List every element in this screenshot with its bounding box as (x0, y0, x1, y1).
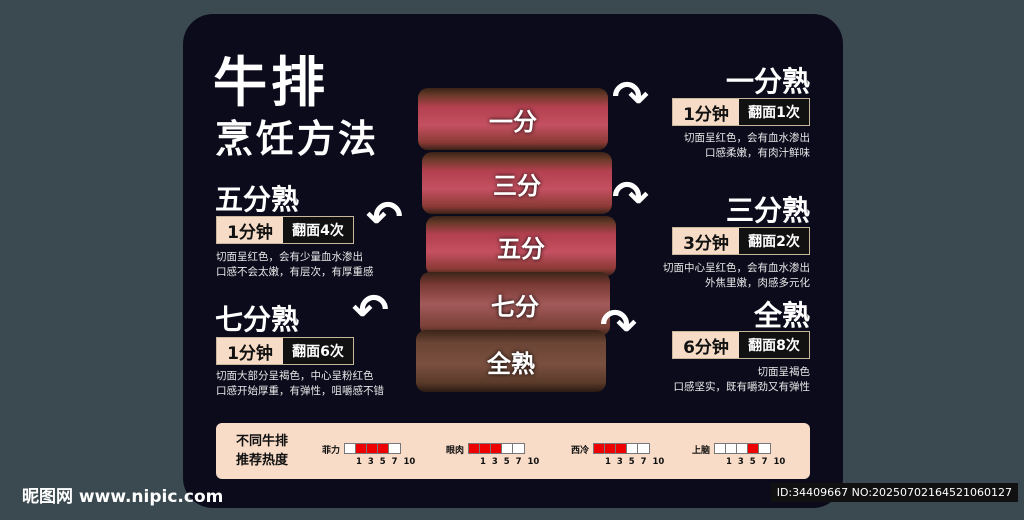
rating-box (356, 444, 368, 453)
time-label: 6分钟 (673, 332, 739, 358)
rating-ticks: 1 3 5 7 10 (726, 457, 786, 467)
rating-label: 西冷 (571, 446, 590, 456)
rating-box (594, 444, 606, 453)
time-label: 3分钟 (673, 228, 739, 254)
rating-box (627, 444, 639, 453)
rating-ticks: 1 3 5 7 10 (480, 457, 540, 467)
arrow-right-icon: ↷ (612, 72, 649, 123)
rating-ticks: 1 3 5 7 10 (605, 457, 665, 467)
rating-box (748, 444, 760, 453)
title-sub: 烹饪方法 (215, 117, 380, 161)
rating-box (480, 444, 492, 453)
rating-box (513, 444, 525, 453)
rating-2: 西冷 1 3 5 7 10 (571, 443, 664, 467)
time-label: 1分钟 (217, 217, 283, 243)
rating-label: 上脑 (692, 446, 711, 456)
rating-panel: 不同牛排推荐热度 菲力 1 3 5 7 10 眼肉 1 3 5 7 10 西冷 1 3 5… (216, 423, 810, 479)
badge-medium-well: 1分钟翻面6次 (216, 337, 354, 365)
badge-medium: 1分钟翻面4次 (216, 216, 354, 244)
steak-slice-medium: 五分 (426, 216, 616, 276)
flip-label: 翻面4次 (283, 217, 353, 243)
rating-box (367, 444, 379, 453)
image-id: ID:34409667 NO:20250702164521060127 (770, 483, 1018, 502)
rating-bar (468, 443, 526, 454)
rating-box (605, 444, 617, 453)
flip-label: 翻面6次 (283, 338, 353, 364)
doneness-title-medium: 五分熟 (215, 183, 300, 216)
arrow-right-icon: ↷ (600, 300, 637, 351)
rating-ticks: 1 3 5 7 10 (356, 457, 416, 467)
steak-slice-rare: 一分 (418, 88, 608, 150)
badge-medium-rare: 3分钟翻面2次 (672, 227, 810, 255)
doneness-title-medium-well: 七分熟 (215, 303, 300, 336)
steak-slice-medium-well: 七分 (420, 272, 610, 336)
doneness-title-rare: 一分熟 (725, 65, 810, 98)
watermark-logo: 昵图网 www.nipic.com (22, 487, 224, 507)
rating-box (502, 444, 514, 453)
rating-box (737, 444, 749, 453)
flip-label: 翻面8次 (739, 332, 809, 358)
steak-slice-well-done: 全熟 (416, 330, 606, 392)
rating-box (715, 444, 727, 453)
rating-bar (344, 443, 402, 454)
rating-title: 不同牛排推荐热度 (236, 434, 289, 468)
rating-box (616, 444, 628, 453)
rating-bar (593, 443, 651, 454)
rating-box (389, 444, 401, 453)
badge-rare: 1分钟翻面1次 (672, 98, 810, 126)
rating-3: 上脑 1 3 5 7 10 (692, 443, 785, 467)
desc-medium-rare: 切面中心呈红色，会有血水渗出外焦里嫩，肉感多元化 (663, 262, 810, 289)
steak-slice-medium-rare: 三分 (422, 152, 612, 214)
title-main: 牛排 (213, 51, 329, 114)
arrow-right-icon: ↷ (612, 172, 649, 223)
arrow-left-icon: ↶ (366, 192, 403, 243)
rating-box (491, 444, 503, 453)
desc-well-done: 切面呈褐色口感坚实，既有嚼劲又有弹性 (673, 366, 811, 393)
desc-medium-well: 切面大部分呈褐色，中心呈粉红色口感开始厚重，有弹性，咀嚼感不错 (216, 370, 384, 397)
time-label: 1分钟 (217, 338, 283, 364)
arrow-left-icon: ↶ (352, 285, 389, 336)
rating-box (638, 444, 650, 453)
rating-box (759, 444, 771, 453)
rating-label: 眼肉 (446, 446, 465, 456)
rating-1: 眼肉 1 3 5 7 10 (446, 443, 539, 467)
doneness-title-well-done: 全熟 (753, 299, 810, 332)
desc-medium: 切面呈红色，会有少量血水渗出口感不会太嫩，有层次，有厚重感 (216, 251, 374, 278)
doneness-title-medium-rare: 三分熟 (725, 194, 810, 227)
badge-well-done: 6分钟翻面8次 (672, 331, 810, 359)
rating-0: 菲力 1 3 5 7 10 (322, 443, 415, 467)
flip-label: 翻面2次 (739, 228, 809, 254)
rating-box (378, 444, 390, 453)
flip-label: 翻面1次 (739, 99, 809, 125)
rating-label: 菲力 (322, 446, 341, 456)
rating-box (345, 444, 357, 453)
rating-box (726, 444, 738, 453)
time-label: 1分钟 (673, 99, 739, 125)
desc-rare: 切面呈红色，会有血水渗出口感柔嫩，有肉汁鲜味 (684, 132, 810, 159)
rating-box (469, 444, 481, 453)
rating-bar (714, 443, 772, 454)
